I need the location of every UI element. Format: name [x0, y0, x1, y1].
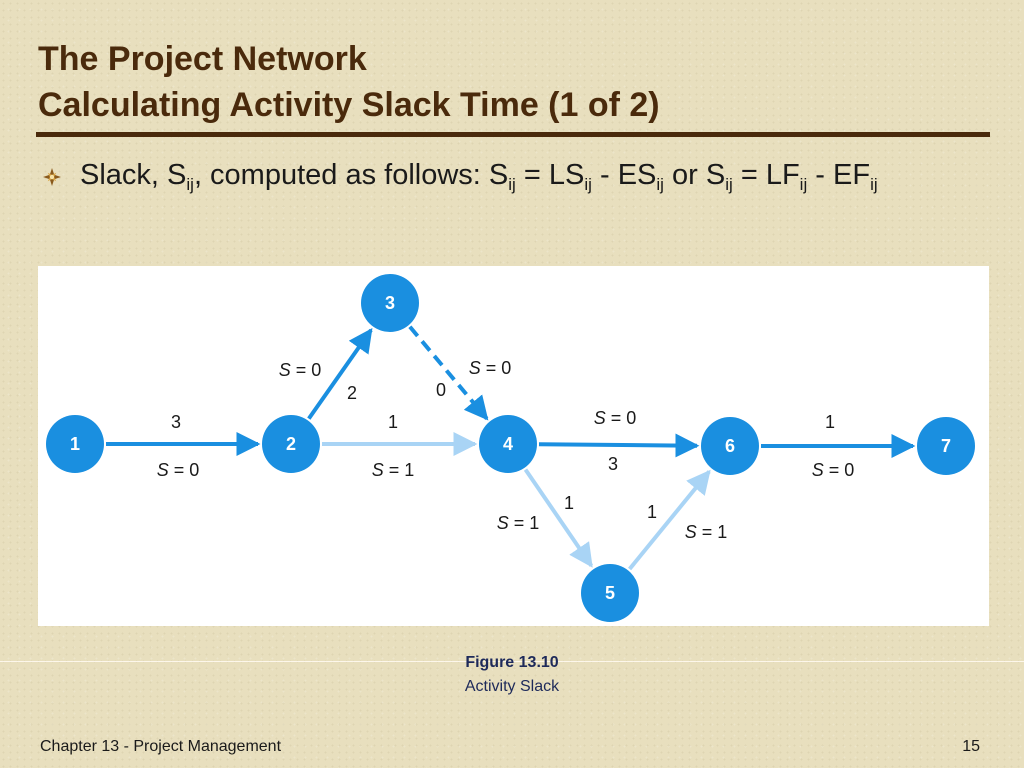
node-circle-3 — [361, 274, 419, 332]
slack-formula-bullet: Slack, Sij, computed as follows: Sij = L… — [80, 159, 878, 194]
node-label-5: 5 — [605, 583, 615, 603]
node-4: 4 — [479, 415, 537, 473]
edge-duration-4-5: 1 — [564, 493, 574, 513]
node-label-1: 1 — [70, 434, 80, 454]
figure-number: Figure 13.10 — [465, 654, 559, 671]
edge-duration-2-4: 1 — [388, 412, 398, 432]
node-circle-1 — [46, 415, 104, 473]
edge-3-4 — [408, 325, 489, 421]
node-label-7: 7 — [941, 436, 951, 456]
edge-duration-6-7: 1 — [825, 412, 835, 432]
figure-caption: Activity Slack — [464, 678, 560, 695]
edge-duration-4-6: 3 — [608, 454, 618, 474]
node-label-2: 2 — [286, 434, 296, 454]
edge-slack-6-7: S = 0 — [812, 460, 855, 480]
edge-slack-3-4: S = 0 — [469, 358, 512, 378]
title-line-1: The Project Network — [38, 40, 367, 78]
node-circle-7 — [917, 417, 975, 475]
node-2: 2 — [262, 415, 320, 473]
bullet-star-icon — [43, 168, 61, 186]
edge-slack-1-2: S = 0 — [157, 460, 200, 480]
edge-slack-4-5: S = 1 — [497, 513, 540, 533]
title-line-2: Calculating Activity Slack Time (1 of 2) — [38, 86, 660, 124]
edge-2-3 — [307, 328, 373, 420]
edge-duration-5-6: 1 — [647, 502, 657, 522]
page-number: 15 — [962, 738, 980, 755]
node-label-4: 4 — [503, 434, 513, 454]
edge-4-5 — [523, 468, 594, 568]
node-5: 5 — [581, 564, 639, 622]
edge-5-6 — [628, 469, 711, 571]
node-3: 3 — [361, 274, 419, 332]
slide-title: The Project Network Calculating Activity… — [38, 36, 660, 128]
node-circle-5 — [581, 564, 639, 622]
edge-slack-2-3: S = 0 — [279, 360, 322, 380]
edge-duration-2-3: 2 — [347, 383, 357, 403]
edge-slack-5-6: S = 1 — [685, 522, 728, 542]
footer-chapter: Chapter 13 - Project Management — [40, 738, 282, 755]
node-label-3: 3 — [385, 293, 395, 313]
title-divider — [36, 132, 990, 137]
node-6: 6 — [701, 417, 759, 475]
edge-slack-2-4: S = 1 — [372, 460, 415, 480]
node-1: 1 — [46, 415, 104, 473]
node-label-6: 6 — [725, 436, 735, 456]
figure-divider — [0, 661, 1024, 662]
node-7: 7 — [917, 417, 975, 475]
edge-4-6 — [538, 433, 700, 458]
node-circle-6 — [701, 417, 759, 475]
edge-duration-1-2: 3 — [171, 412, 181, 432]
edge-slack-4-6: S = 0 — [594, 408, 637, 428]
node-circle-4 — [479, 415, 537, 473]
edge-duration-3-4: 0 — [436, 380, 446, 400]
node-circle-2 — [262, 415, 320, 473]
